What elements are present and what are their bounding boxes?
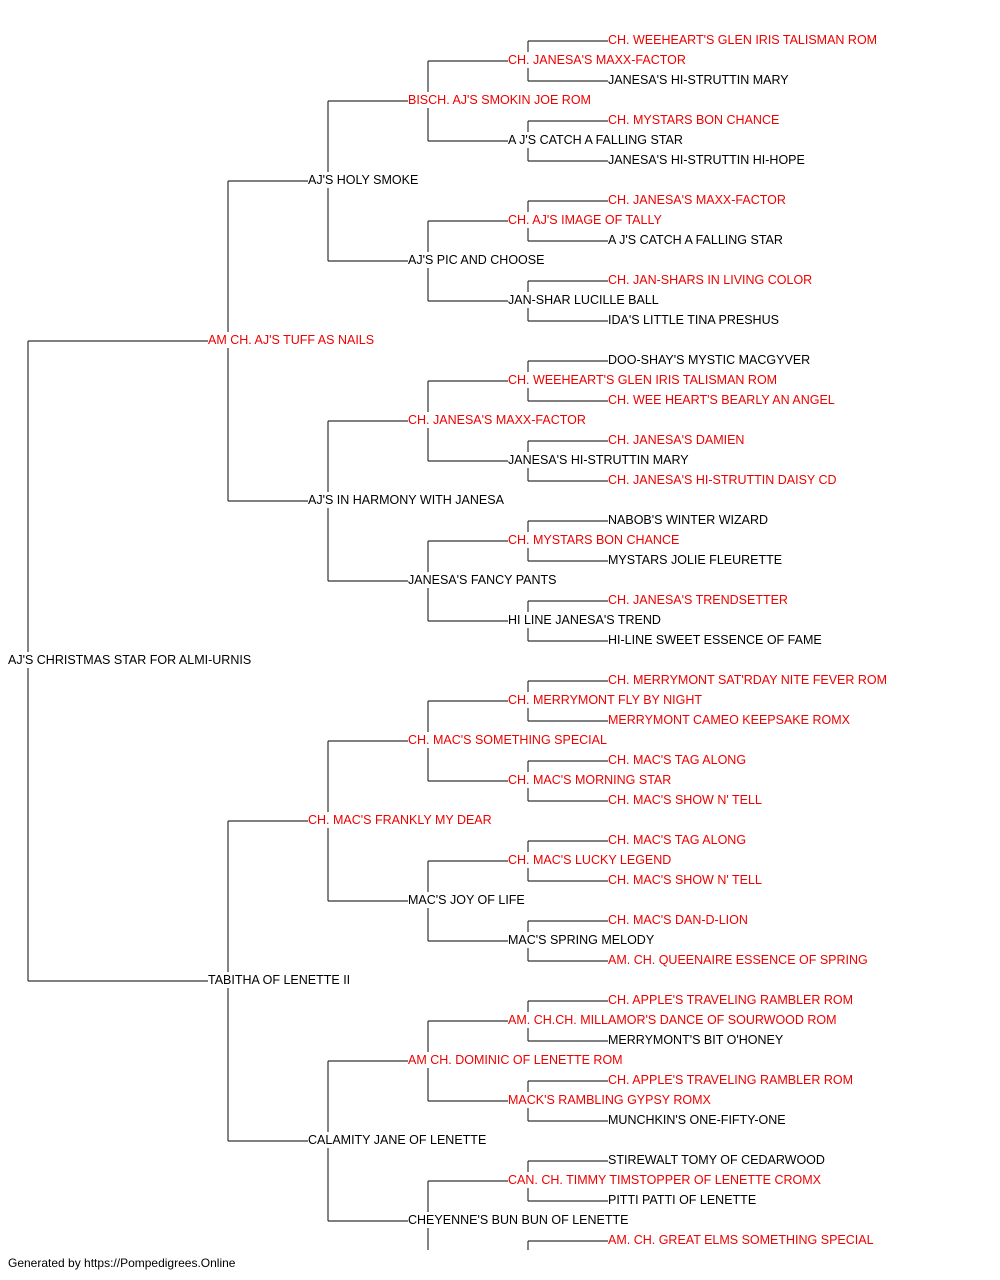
gg-grandparent-name: JANESA'S HI-STRUTTIN MARY [508, 453, 689, 467]
ggg-grandparent-name: PITTI PATTI OF LENETTE [608, 1193, 756, 1207]
ggg-grandparent-name: JANESA'S HI-STRUTTIN MARY [608, 73, 789, 87]
ggg-grandparent-name: AM. CH. GREAT ELMS SOMETHING SPECIAL [608, 1233, 874, 1247]
ggg-grandparent-name: MERRYMONT'S BIT O'HONEY [608, 1033, 784, 1047]
ggg-grandparent-name: CH. APPLE'S TRAVELING RAMBLER ROM [608, 1073, 853, 1087]
ggg-grandparent-name: CH. MAC'S SHOW N' TELL [608, 873, 762, 887]
grandparent-name: CH. MAC'S FRANKLY MY DEAR [308, 813, 492, 827]
ggg-grandparent-name: NABOB'S WINTER WIZARD [608, 513, 768, 527]
great-grandparent-name: CHEYENNE'S BUN BUN OF LENETTE [408, 1213, 628, 1227]
ggg-grandparent-name: CH. WEE HEART'S BEARLY AN ANGEL [608, 393, 835, 407]
ggg-grandparent-name: CH. JAN-SHARS IN LIVING COLOR [608, 273, 812, 287]
subject-name: AJ'S CHRISTMAS STAR FOR ALMI-URNIS [8, 653, 251, 667]
great-grandparent-name: BISCH. AJ'S SMOKIN JOE ROM [408, 93, 591, 107]
ggg-grandparent-name: CH. WEEHEART'S GLEN IRIS TALISMAN ROM [608, 33, 877, 47]
ggg-grandparent-name: HI-LINE SWEET ESSENCE OF FAME [608, 633, 822, 647]
gg-grandparent-name: CH. MAC'S MORNING STAR [508, 773, 671, 787]
gg-grandparent-name: A J'S CATCH A FALLING STAR [508, 133, 683, 147]
gg-grandparent-name: MACK'S RAMBLING GYPSY ROMX [508, 1093, 712, 1107]
great-grandparent-name: MAC'S JOY OF LIFE [408, 893, 525, 907]
ggg-grandparent-name: CH. MAC'S TAG ALONG [608, 753, 746, 767]
gg-grandparent-name: MAC'S SPRING MELODY [508, 933, 655, 947]
parent-name: AM CH. AJ'S TUFF AS NAILS [208, 333, 374, 347]
ggg-grandparent-name: CH. MERRYMONT SAT'RDAY NITE FEVER ROM [608, 673, 887, 687]
ggg-grandparent-name: CH. JANESA'S DAMIEN [608, 433, 744, 447]
grandparent-name: AJ'S HOLY SMOKE [308, 173, 418, 187]
ggg-grandparent-name: STIREWALT TOMY OF CEDARWOOD [608, 1153, 825, 1167]
ggg-grandparent-name: CH. MYSTARS BON CHANCE [608, 113, 779, 127]
grandparent-name: AJ'S IN HARMONY WITH JANESA [308, 493, 505, 507]
ggg-grandparent-name: CH. MAC'S DAN-D-LION [608, 913, 748, 927]
ggg-grandparent-name: CH. JANESA'S HI-STRUTTIN DAISY CD [608, 473, 837, 487]
ggg-grandparent-name: IDA'S LITTLE TINA PRESHUS [608, 313, 779, 327]
ggg-grandparent-name: JANESA'S HI-STRUTTIN HI-HOPE [608, 153, 805, 167]
gg-grandparent-name: CH. WEEHEART'S GLEN IRIS TALISMAN ROM [508, 373, 777, 387]
gg-grandparent-name: CH. MAC'S LUCKY LEGEND [508, 853, 671, 867]
gg-grandparent-name: CH. AJ'S IMAGE OF TALLY [508, 213, 662, 227]
gg-grandparent-name: CH. MERRYMONT FLY BY NIGHT [508, 693, 702, 707]
pedigree-tree: AJ'S CHRISTMAS STAR FOR ALMI-URNIS AM CH.… [8, 33, 887, 1250]
ggg-grandparent-name: MUNCHKIN'S ONE-FIFTY-ONE [608, 1113, 786, 1127]
great-grandparent-name: CH. MAC'S SOMETHING SPECIAL [408, 733, 607, 747]
ggg-grandparent-name: DOO-SHAY'S MYSTIC MACGYVER [608, 353, 810, 367]
great-grandparent-name: JANESA'S FANCY PANTS [408, 573, 557, 587]
ggg-grandparent-name: AM. CH. QUEENAIRE ESSENCE OF SPRING [608, 953, 868, 967]
ggg-grandparent-name: CH. JANESA'S MAXX-FACTOR [608, 193, 786, 207]
gg-grandparent-name: HI LINE JANESA'S TREND [508, 613, 661, 627]
ggg-grandparent-name: CH. APPLE'S TRAVELING RAMBLER ROM [608, 993, 853, 1007]
parent-name: TABITHA OF LENETTE II [208, 973, 350, 987]
footer-credit: Generated by https://Pompedigrees.Online [8, 1256, 236, 1270]
gg-grandparent-name: CAN. CH. TIMMY TIMSTOPPER OF LENETTE CRO… [508, 1173, 822, 1187]
gg-grandparent-name: CH. JANESA'S MAXX-FACTOR [508, 53, 686, 67]
great-grandparent-name: AM CH. DOMINIC OF LENETTE ROM [408, 1053, 623, 1067]
ggg-grandparent-name: CH. MAC'S TAG ALONG [608, 833, 746, 847]
ggg-grandparent-name: MYSTARS JOLIE FLEURETTE [608, 553, 782, 567]
grandparent-name: CALAMITY JANE OF LENETTE [308, 1133, 486, 1147]
ggg-grandparent-name: CH. JANESA'S TRENDSETTER [608, 593, 788, 607]
ggg-grandparent-name: MERRYMONT CAMEO KEEPSAKE ROMX [608, 713, 851, 727]
great-grandparent-name: CH. JANESA'S MAXX-FACTOR [408, 413, 586, 427]
ggg-grandparent-name: CH. MAC'S SHOW N' TELL [608, 793, 762, 807]
gg-grandparent-name: AM. CH.CH. MILLAMOR'S DANCE OF SOURWOOD … [508, 1013, 837, 1027]
gg-grandparent-name: CH. MYSTARS BON CHANCE [508, 533, 679, 547]
ggg-grandparent-name: A J'S CATCH A FALLING STAR [608, 233, 783, 247]
gg-grandparent-name: JAN-SHAR LUCILLE BALL [508, 293, 659, 307]
great-grandparent-name: AJ'S PIC AND CHOOSE [408, 253, 544, 267]
